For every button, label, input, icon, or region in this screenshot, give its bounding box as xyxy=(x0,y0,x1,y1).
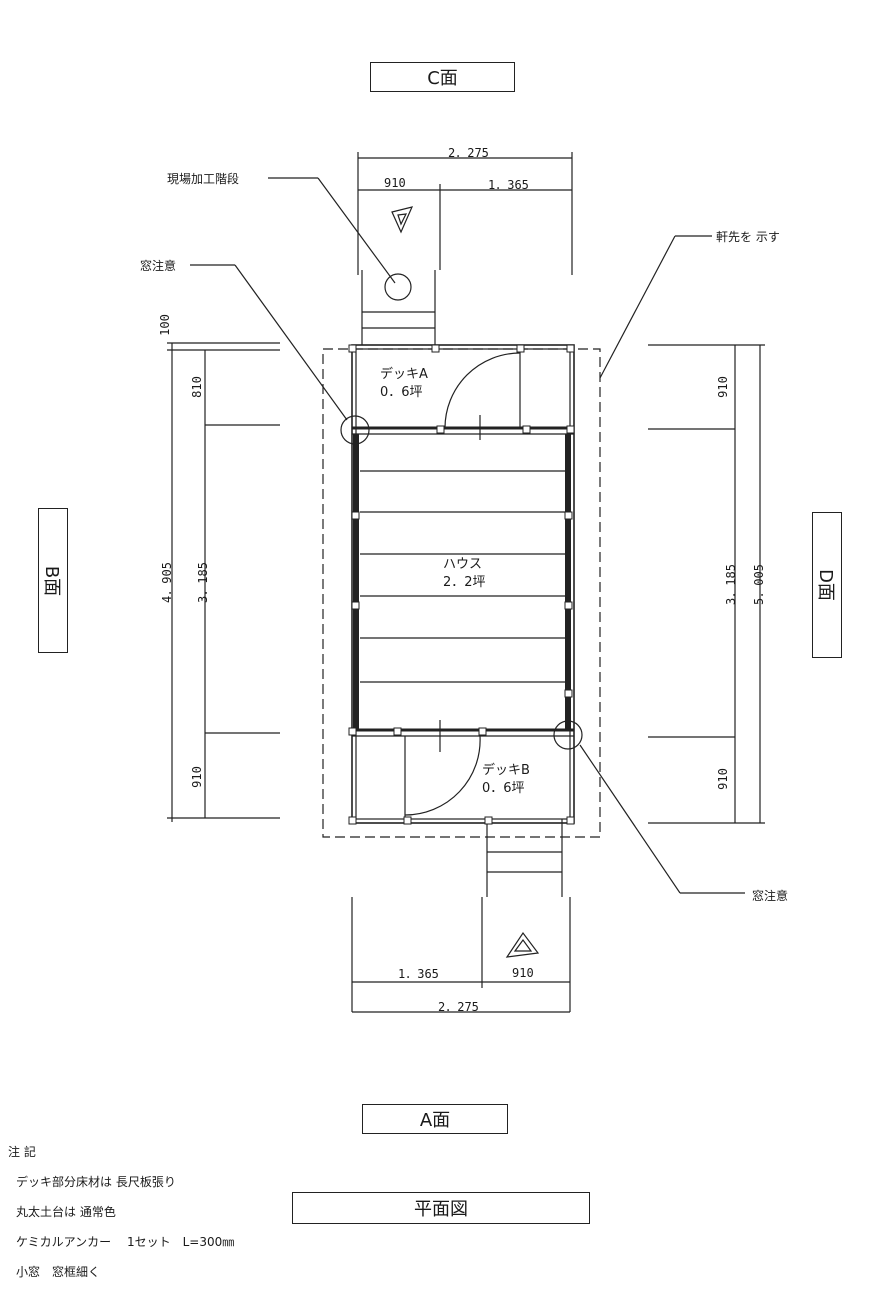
dim-left-bottom: 910 xyxy=(189,766,204,788)
deck-b-name: デッキB xyxy=(482,763,530,778)
notes-block: 注 記 デッキ部分床材は 長尺板張り 丸太土台は 通常色 ケミカルアンカー 1セ… xyxy=(8,1137,234,1287)
dim-bottom-left: 1．365 xyxy=(398,967,439,981)
dim-bottom-total: 2．275 xyxy=(438,1000,479,1014)
deck-b-area: 0．6坪 xyxy=(482,781,525,796)
plan-title-box: 平面図 xyxy=(292,1192,590,1224)
dim-left-total: 4．905 xyxy=(159,562,174,603)
note-line: ケミカルアンカー 1セット L=300㎜ xyxy=(16,1235,235,1249)
note-line: 小窓 窓框細く xyxy=(16,1265,101,1279)
dim-left-top-margin: 100 xyxy=(157,314,172,336)
house-name: ハウス xyxy=(443,557,483,572)
dim-right-middle: 3．185 xyxy=(723,564,738,605)
callout-window-caution-bottom: 窓注意 xyxy=(752,889,789,903)
note-line: デッキ部分床材は 長尺板張り xyxy=(16,1175,176,1189)
callout-window-caution-top: 窓注意 xyxy=(140,259,177,273)
dim-right-total: 5．005 xyxy=(751,564,766,605)
dim-right-bottom: 910 xyxy=(715,768,730,790)
callout-eaves: 軒先を 示す xyxy=(716,230,780,244)
face-a-text: A面 xyxy=(419,1110,451,1131)
callout-stairs: 現場加工階段 xyxy=(167,172,240,186)
dim-top-right: 1．365 xyxy=(488,178,529,192)
house-area: 2．2坪 xyxy=(443,575,486,590)
face-d-text: D面 xyxy=(815,569,836,601)
face-b-label: B面 xyxy=(38,508,68,653)
face-d-label: D面 xyxy=(812,512,842,658)
dim-top-left: 910 xyxy=(384,176,406,190)
dim-bottom-right: 910 xyxy=(512,966,534,980)
face-c-label: C面 xyxy=(370,62,515,92)
deck-a-area: 0．6坪 xyxy=(380,385,423,400)
plan-title-text: 平面図 xyxy=(414,1199,468,1220)
house-label: ハウス 2．2坪 xyxy=(443,556,486,592)
dim-right-top: 910 xyxy=(715,376,730,398)
face-a-label: A面 xyxy=(362,1104,508,1134)
deck-a-label: デッキA 0．6坪 xyxy=(380,366,428,402)
notes-heading: 注 記 xyxy=(8,1145,36,1159)
face-b-text: B面 xyxy=(41,565,63,596)
face-c-text: C面 xyxy=(427,68,458,89)
note-line: 丸太土台は 通常色 xyxy=(16,1205,116,1219)
dim-top-total: 2．275 xyxy=(448,146,489,160)
deck-a-name: デッキA xyxy=(380,367,428,382)
dim-left-top: 810 xyxy=(189,376,204,398)
deck-b-label: デッキB 0．6坪 xyxy=(482,762,530,798)
dim-left-middle: 3．185 xyxy=(195,562,210,603)
